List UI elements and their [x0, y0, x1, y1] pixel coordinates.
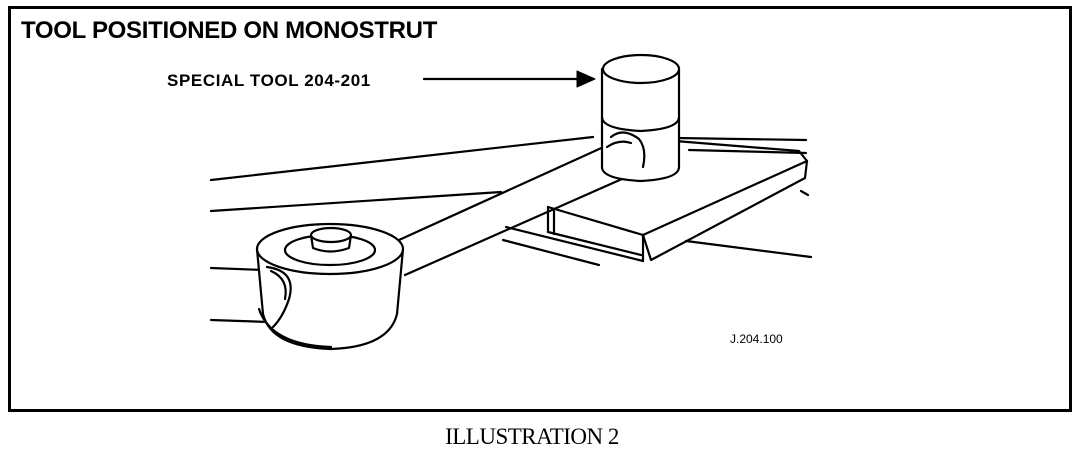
- callout-label: SPECIAL TOOL 204-201: [167, 71, 371, 90]
- tool-lower-cylinder: [255, 222, 405, 351]
- monostrut-bracket: [501, 136, 813, 267]
- drawing-reference-number: J.204.100: [730, 332, 783, 346]
- figure-caption: ILLUSTRATION 2: [445, 424, 619, 449]
- strut-rails: [209, 135, 595, 324]
- figure-title: TOOL POSITIONED ON MONOSTRUT: [21, 17, 438, 44]
- figure-frame: TOOL POSITIONED ON MONOSTRUT SPECIAL TOO…: [8, 6, 1072, 412]
- line-drawing: [209, 53, 813, 351]
- callout-arrow: [422, 70, 596, 88]
- tool-upper-cylinder: [600, 53, 681, 183]
